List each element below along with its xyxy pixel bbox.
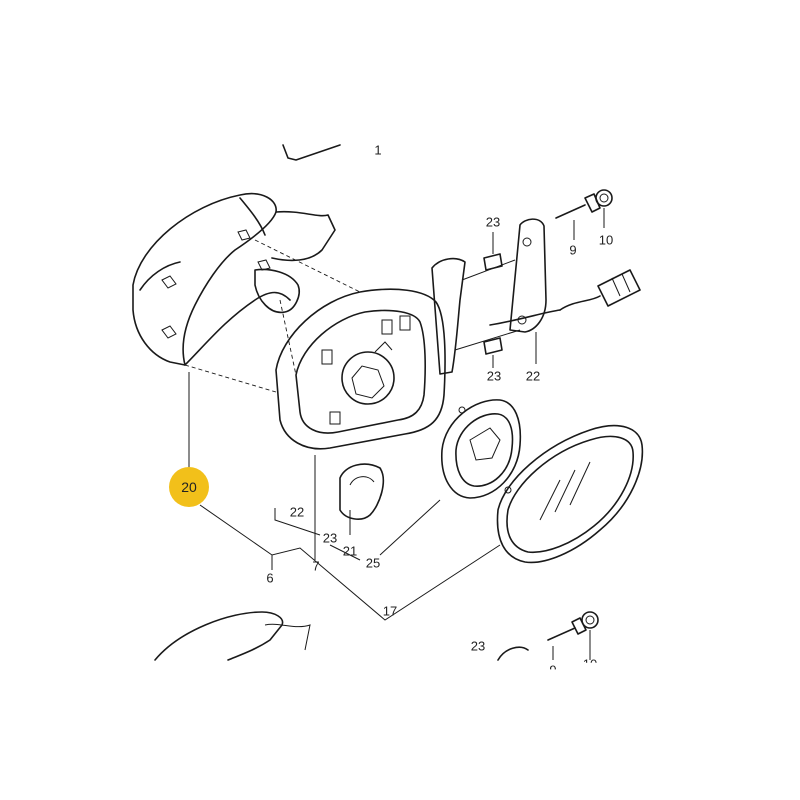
callout-17: 17 (382, 603, 398, 619)
callout-23-top: 23 (485, 214, 501, 230)
fasteners (483, 189, 613, 661)
callout-6: 6 (266, 570, 274, 586)
callout-25: 25 (365, 555, 381, 571)
adjuster-motor (441, 399, 522, 499)
callout-1: 1 (374, 142, 382, 158)
wiring-connector (489, 269, 641, 326)
callout-22-left: 22 (289, 504, 305, 520)
callout-9: 9 (569, 242, 577, 258)
callout-21: 21 (342, 543, 358, 559)
part-1-fragment (282, 144, 341, 161)
mirror-arm (431, 218, 547, 375)
mirror-glass (496, 424, 644, 564)
callout-23-mid: 23 (486, 368, 502, 384)
callout-22-right: 22 (525, 368, 541, 384)
callout-9-bottom: 9 (549, 662, 557, 678)
callout-23-left: 23 (322, 530, 338, 546)
callout-23-bottom: 23 (470, 638, 486, 654)
callout-7: 7 (312, 558, 320, 574)
highlight-marker[interactable]: 20 (169, 467, 209, 507)
callout-10-bottom: 10 (582, 656, 598, 672)
mirror-frame (275, 288, 446, 450)
mirror-housing-cover (132, 193, 336, 366)
lower-housing-fragment (154, 611, 284, 661)
seal-part-21 (339, 463, 385, 520)
callout-20-label: 20 (181, 479, 197, 495)
callout-10: 10 (598, 232, 614, 248)
